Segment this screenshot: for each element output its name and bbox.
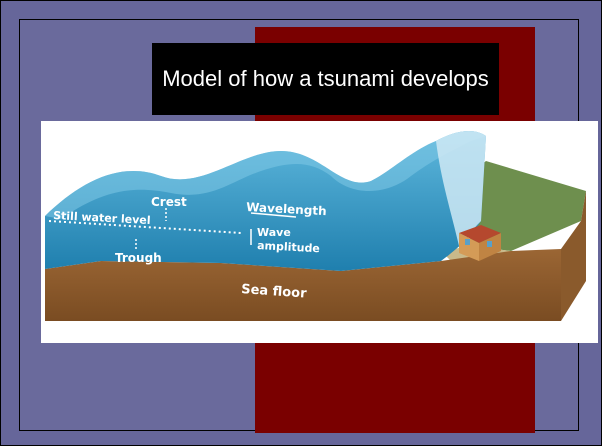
label-wave-amplitude-line2: amplitude [257,239,320,255]
slide-title: Model of how a tsunami develops [152,43,499,115]
block-side [561,191,586,321]
tsunami-diagram: Open ocean Crest Still water level Troug… [41,121,598,343]
house-icon [459,225,501,261]
tsunami-diagram-svg: Open ocean Crest Still water level Troug… [45,131,586,321]
label-crest: Crest [151,195,187,209]
label-trough: Trough [115,251,162,265]
water-body [45,131,486,271]
label-still-water-level: Still water level [53,209,151,227]
label-wavelength: Wavelength [246,200,327,218]
wavelength-marker [250,212,297,218]
still-water-line [48,220,242,234]
label-wave-amplitude-line1: Wave [257,226,291,239]
land-surface [461,161,586,251]
wave-foam [436,131,486,246]
sea-floor-block [45,249,561,321]
label-sea-floor: Sea floor [241,282,308,302]
